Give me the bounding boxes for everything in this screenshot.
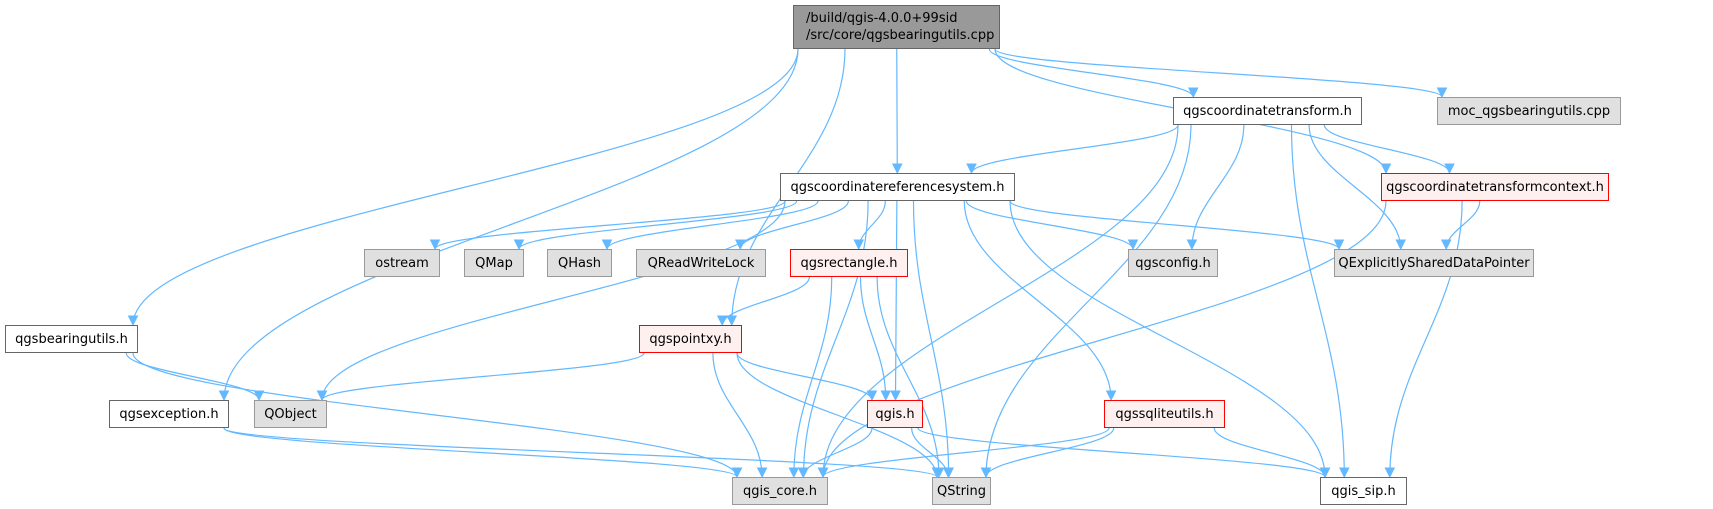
- node-qgssqliteutils[interactable]: qgssqliteutils.h: [1104, 400, 1225, 428]
- edge-qgis-to-qgis_core: [797, 427, 873, 479]
- edge-root-to-qgsexception: [218, 48, 799, 402]
- node-label: QString: [936, 483, 987, 499]
- edge-qgscoordinatetransform-to-qgis_sip: [1290, 124, 1350, 479]
- node-qgsctc[interactable]: qgscoordinatetransformcontext.h: [1381, 173, 1609, 201]
- node-moc[interactable]: moc_qgsbearingutils.cpp: [1437, 97, 1621, 125]
- edge-qgsexception-to-qstring: [223, 427, 943, 479]
- node-label: qgscoordinatetransform.h: [1183, 103, 1352, 119]
- edge-qgis-to-qgis_sip: [917, 427, 1331, 479]
- edge-qgspointxy-to-qobject: [316, 352, 645, 402]
- edge-qgscrs-to-qgis_sip: [1009, 200, 1331, 479]
- node-qgsrectangle[interactable]: qgsrectangle.h: [790, 249, 908, 277]
- edge-qgscoordinatetransform-to-qgscrs: [966, 124, 1179, 175]
- edge-qgssqliteutils-to-qgis_core: [817, 427, 1110, 479]
- edge-root-to-qgscrs: [891, 48, 903, 175]
- node-label: qgspointxy.h: [649, 331, 732, 347]
- edge-qgscrs-to-qstring: [912, 200, 955, 479]
- node-qrwlock[interactable]: QReadWriteLock: [636, 249, 766, 277]
- edge-qgscrs-to-qgsconfig: [965, 200, 1139, 251]
- node-label: QReadWriteLock: [647, 255, 755, 271]
- node-qgis[interactable]: qgis.h: [867, 400, 923, 428]
- edge-qgscrs-to-qobject: [316, 200, 786, 402]
- edge-qgscrs-to-qmap: [513, 200, 798, 251]
- edge-qgscrs-to-qhash: [601, 200, 819, 251]
- edge-qgsexception-to-qgis_core: [223, 427, 743, 479]
- node-label: qgsexception.h: [119, 406, 219, 422]
- node-label: QMap: [475, 255, 513, 271]
- node-qgsconfig[interactable]: qgsconfig.h: [1128, 249, 1218, 277]
- edge-qgscrs-to-ostream: [429, 200, 786, 251]
- node-qstring[interactable]: QString: [932, 477, 991, 505]
- node-qgsexception[interactable]: qgsexception.h: [109, 400, 229, 428]
- node-label: qgis_core.h: [743, 483, 817, 499]
- edge-qgscoordinatetransform-to-qgis_core: [817, 124, 1179, 479]
- edge-qgsctc-to-qesdp: [1440, 200, 1481, 251]
- edge-qgsctc-to-qgis_core: [817, 200, 1387, 479]
- edge-qgscrs-to-qesdp: [1009, 200, 1345, 251]
- edge-qgsctc-to-qgis_sip: [1384, 200, 1463, 479]
- node-qmap[interactable]: QMap: [464, 249, 524, 277]
- edge-qgscoordinatetransform-to-qstring: [980, 124, 1192, 479]
- node-qgspointxy[interactable]: qgspointxy.h: [639, 325, 742, 353]
- edge-qgscrs-to-qgis_core: [798, 200, 869, 479]
- edge-qgscoordinatetransform-to-qesdp: [1308, 124, 1407, 251]
- edge-qgspointxy-to-qgis: [736, 352, 878, 402]
- edge-root-to-moc: [994, 48, 1448, 99]
- edge-qgssqliteutils-to-qgis_sip: [1213, 427, 1331, 479]
- edge-qgis-to-qstring: [911, 427, 954, 479]
- node-label: qgis.h: [875, 406, 915, 422]
- node-qgis_sip[interactable]: qgis_sip.h: [1320, 477, 1407, 505]
- edge-qgscoordinatetransform-to-qgsconfig: [1186, 124, 1245, 251]
- edge-qgscrs-to-qrwlock: [734, 200, 849, 251]
- node-qobject[interactable]: QObject: [254, 400, 327, 428]
- node-qgis_core[interactable]: qgis_core.h: [732, 477, 828, 505]
- edge-qgssqliteutils-to-qstring: [980, 427, 1115, 479]
- edge-root-to-qgsbearingutils: [127, 48, 799, 327]
- node-label: moc_qgsbearingutils.cpp: [1447, 103, 1611, 119]
- edge-qgsbearingutils-to-qobject: [125, 352, 265, 402]
- node-label: qgssqliteutils.h: [1115, 406, 1214, 422]
- node-label: ostream: [375, 255, 429, 271]
- node-label: qgsconfig.h: [1135, 255, 1211, 271]
- node-label-line: /build/qgis-4.0.0+99sid: [806, 11, 958, 26]
- node-label-line: /src/core/qgsbearingutils.cpp: [806, 28, 995, 43]
- node-label: qgsrectangle.h: [800, 255, 898, 271]
- node-ostream[interactable]: ostream: [364, 249, 440, 277]
- node-label: QHash: [558, 255, 601, 271]
- edge-qgscrs-to-qgsrectangle: [853, 200, 886, 251]
- node-label: QObject: [264, 406, 317, 422]
- node-qhash[interactable]: QHash: [547, 249, 612, 277]
- edge-qgspointxy-to-qstring: [736, 352, 943, 479]
- edge-qgscrs-to-qgssqliteutils: [963, 200, 1117, 402]
- edge-qgsrectangle-to-qgis_core: [788, 276, 833, 479]
- edge-qgsrectangle-to-qgis: [859, 276, 892, 402]
- node-qgsbearingutils[interactable]: qgsbearingutils.h: [5, 325, 138, 353]
- edge-qgsrectangle-to-qgspointxy: [716, 276, 810, 327]
- node-qesdp[interactable]: QExplicitlySharedDataPointer: [1334, 249, 1534, 277]
- node-qgscrs[interactable]: qgscoordinatereferencesystem.h: [780, 173, 1015, 201]
- node-label: QExplicitlySharedDataPointer: [1338, 255, 1530, 271]
- node-label: qgscoordinatereferencesystem.h: [790, 179, 1005, 195]
- node-label: qgscoordinatetransformcontext.h: [1386, 179, 1604, 195]
- node-label: qgsbearingutils.h: [15, 331, 128, 347]
- edge-qgsrectangle-to-qstring: [876, 276, 945, 479]
- node-qgscoordinatetransform[interactable]: qgscoordinatetransform.h: [1173, 97, 1362, 125]
- edge-qgscoordinatetransform-to-qgsctc: [1323, 124, 1455, 175]
- node-label: qgis_sip.h: [1331, 483, 1396, 499]
- edge-qgscrs-to-qgis: [890, 200, 901, 402]
- node-root[interactable]: /build/qgis-4.0.0+99sid/src/core/qgsbear…: [793, 5, 1000, 49]
